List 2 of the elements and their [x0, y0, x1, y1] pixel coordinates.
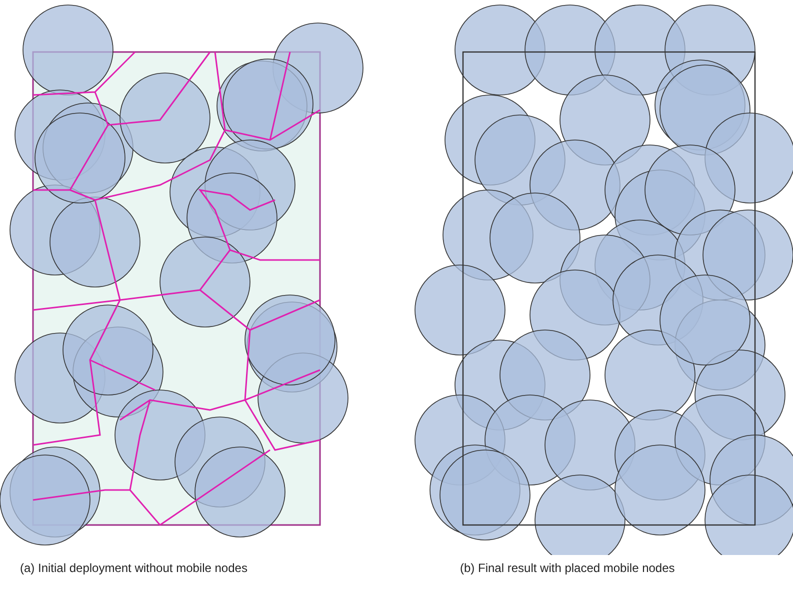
caption: (a) Initial deployment without mobile nodes: [20, 561, 248, 575]
caption: (b) Final result with placed mobile nodes: [460, 561, 676, 575]
